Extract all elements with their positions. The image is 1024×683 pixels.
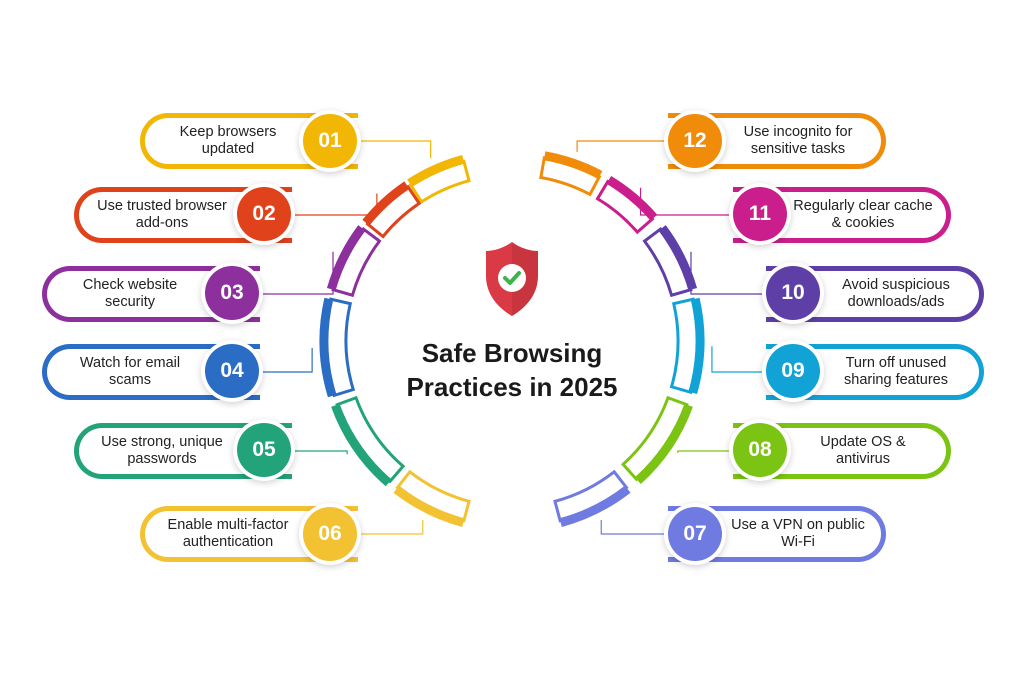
ring-band-09 <box>688 297 705 395</box>
item-label: Use incognito for sensitive tasks <box>743 124 853 157</box>
item-11-badge: 11 <box>733 187 787 241</box>
item-label: Turn off unused sharing features <box>844 355 948 388</box>
ring-band-12 <box>543 151 603 180</box>
connector-line-07 <box>600 519 664 535</box>
item-label: Keep browsers updated <box>179 124 277 157</box>
connector-line-06 <box>361 519 424 535</box>
item-07-badge: 07 <box>668 507 722 561</box>
connector-line-11 <box>639 187 729 216</box>
item-label: Avoid suspicious downloads/ads <box>842 277 950 310</box>
connector-line-03 <box>263 251 334 295</box>
item-10-badge: 10 <box>766 266 820 320</box>
ring-band-05 <box>331 403 392 487</box>
ring-band-01 <box>407 155 465 188</box>
item-label: Use strong, unique passwords <box>101 434 223 467</box>
connector-line-04 <box>263 347 313 373</box>
connector-line-10 <box>690 251 762 295</box>
connector-line-05 <box>295 450 348 455</box>
item-label: Update OS & antivirus <box>820 434 906 467</box>
item-08-badge: 08 <box>733 423 787 477</box>
connector-line-08 <box>677 450 729 453</box>
item-01-badge: 01 <box>303 114 357 168</box>
connector-line-09 <box>711 346 762 373</box>
item-label: Use trusted browser add-ons <box>97 198 227 231</box>
item-label: Watch for email scams <box>79 355 181 388</box>
item-04-badge: 04 <box>205 344 259 398</box>
item-label: Check website security <box>82 277 178 310</box>
ring-band-07 <box>559 485 631 527</box>
item-03-badge: 03 <box>205 266 259 320</box>
item-05-badge: 05 <box>237 423 291 477</box>
item-12-badge: 12 <box>668 114 722 168</box>
item-02-badge: 02 <box>237 187 291 241</box>
ring-band-06 <box>393 485 465 527</box>
ring-band-02 <box>362 181 410 226</box>
item-label: Use a VPN on public Wi-Fi <box>731 517 865 550</box>
item-label: Enable multi-factor authentication <box>167 517 289 550</box>
connector-line-02 <box>295 193 378 216</box>
item-06-badge: 06 <box>303 507 357 561</box>
ring-band-08 <box>634 403 693 485</box>
connector-line-01 <box>361 140 432 159</box>
item-label: Regularly clear cache & cookies <box>793 198 933 231</box>
connector-line-12 <box>576 140 664 152</box>
shield-check-icon <box>486 242 538 316</box>
ring-band-04 <box>319 297 337 398</box>
item-09-badge: 09 <box>766 344 820 398</box>
diagram-title: Safe Browsing Practices in 2025 <box>406 338 618 402</box>
